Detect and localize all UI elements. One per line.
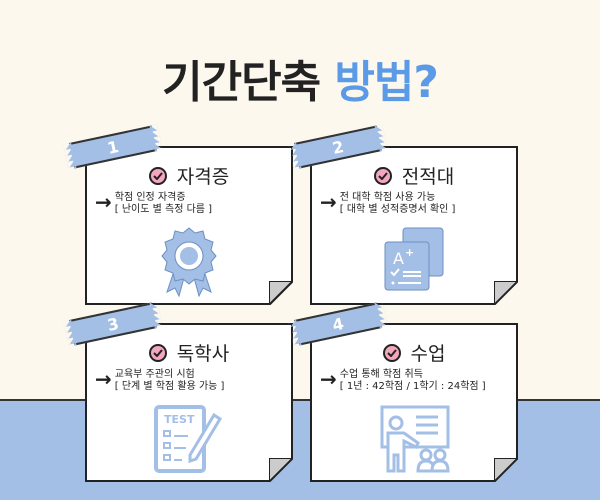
check-circle-icon [149,167,167,185]
method-card-4: 수업 → 수업 통해 학점 취득 [ 1년 : 42학점 / 1학기 : 24학… [294,302,518,482]
title-part-2: 방법? [334,57,438,108]
method-card-1: 자격증 → 학점 인정 자격증 [ 난이도 별 측정 다름 ] 1 [69,125,293,305]
arrow-right-icon: → [320,367,337,391]
card-desc-line-1: 학점 인정 자격증 [114,192,186,203]
test-sheet-icon: TEST [154,403,224,479]
check-circle-icon [374,167,392,185]
card-desc-line-1: 교육부 주관의 시험 [114,369,195,380]
method-card-2: 전적대 → 전 대학 학점 사용 가능 [ 대학 별 성적증명서 확인 ] A … [294,125,518,305]
card-desc-line-2: [ 대학 별 성적증명서 확인 ] [339,204,456,215]
svg-text:+: + [405,246,414,259]
page-curl-corner [269,458,293,482]
svg-text:TEST: TEST [164,413,195,426]
svg-text:A: A [393,249,404,268]
card-desc-line-1: 전 대학 학점 사용 가능 [339,192,436,203]
page-curl-corner [494,458,518,482]
card-heading: 수업 [410,343,446,365]
card-heading: 전적대 [401,166,455,188]
page-curl-corner [269,281,293,305]
arrow-right-icon: → [320,190,337,214]
card-number: 1 [105,136,121,158]
check-circle-icon [149,344,167,362]
card-heading: 자격증 [176,166,230,188]
title-part-1: 기간단축 [162,57,321,108]
check-circle-icon [383,344,401,362]
card-desc-line-2: [ 1년 : 42학점 / 1학기 : 24학점 ] [339,381,486,392]
card-desc-line-1: 수업 통해 학점 취득 [339,369,423,380]
page-curl-corner [494,281,518,305]
grade-report-icon: A + [381,226,447,296]
card-desc-line-2: [ 난이도 별 측정 다름 ] [114,204,213,215]
card-desc-line-2: [ 단계 별 학점 활용 가능 ] [114,381,225,392]
card-number: 2 [330,136,346,158]
card-number: 4 [330,313,346,335]
card-number: 3 [105,313,121,335]
page-title: 기간단축 방법? [0,46,600,110]
card-heading: 독학사 [176,343,230,365]
arrow-right-icon: → [95,367,112,391]
method-card-3: 독학사 → 교육부 주관의 시험 [ 단계 별 학점 활용 가능 ] TEST [69,302,293,482]
award-ribbon-icon [161,226,217,302]
arrow-right-icon: → [95,190,112,214]
lecture-presenter-icon [376,403,452,479]
